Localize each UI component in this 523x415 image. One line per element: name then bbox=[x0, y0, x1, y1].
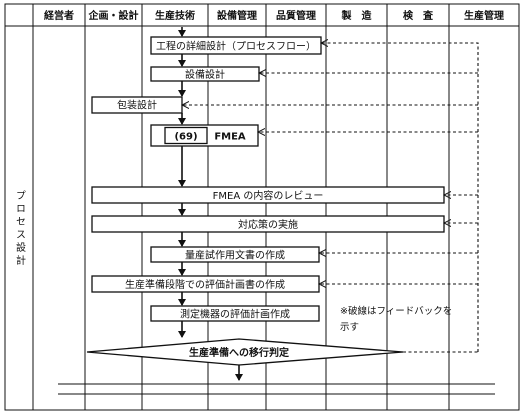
fmea-number-box bbox=[164, 126, 208, 145]
transition-decision-label: 生産準備への移行判定 bbox=[189, 346, 289, 359]
table-frame bbox=[4, 3, 520, 411]
fmea-review-label: FMEA の内容のレビュー bbox=[213, 189, 324, 202]
column-header-manufacturing: 製 造 bbox=[341, 9, 373, 22]
column-header-equipment-management: 設備管理 bbox=[217, 9, 257, 22]
evaluation-plan-label: 生産準備段階での評価計画書の作成 bbox=[125, 278, 285, 291]
feedback-note-line1: ※破線はフィードバックを bbox=[340, 305, 452, 317]
measuring-plan-label: 測定機器の評価計画作成 bbox=[180, 308, 290, 321]
equipment-design-label: 設備設計 bbox=[185, 68, 225, 81]
measuring-plan-box bbox=[150, 305, 320, 322]
process-flow-label: 工程の詳細設計（プロセスフロー） bbox=[156, 40, 316, 53]
fmea-number: (69) bbox=[174, 132, 197, 143]
packaging-design-label: 包装設計 bbox=[117, 99, 157, 112]
column-header-planning-design: 企画・設計 bbox=[88, 9, 139, 22]
column-header-quality-management: 品質管理 bbox=[276, 9, 316, 22]
countermeasures-label: 対応策の実施 bbox=[238, 218, 298, 231]
feedback-note-line2: 示す bbox=[340, 322, 359, 333]
column-header-production-engineering: 生産技術 bbox=[155, 9, 195, 22]
column-header-inspection: 検 査 bbox=[403, 9, 434, 22]
feedback-line-to-process-flow bbox=[322, 43, 479, 352]
fmea-label: FMEA bbox=[214, 132, 246, 143]
phase-label: プロセス設計 bbox=[14, 190, 26, 268]
column-header-production-control: 生産管理 bbox=[464, 9, 504, 22]
trial-docs-label: 量産試作用文書の作成 bbox=[185, 249, 285, 262]
column-header-executive: 経営者 bbox=[44, 9, 74, 22]
